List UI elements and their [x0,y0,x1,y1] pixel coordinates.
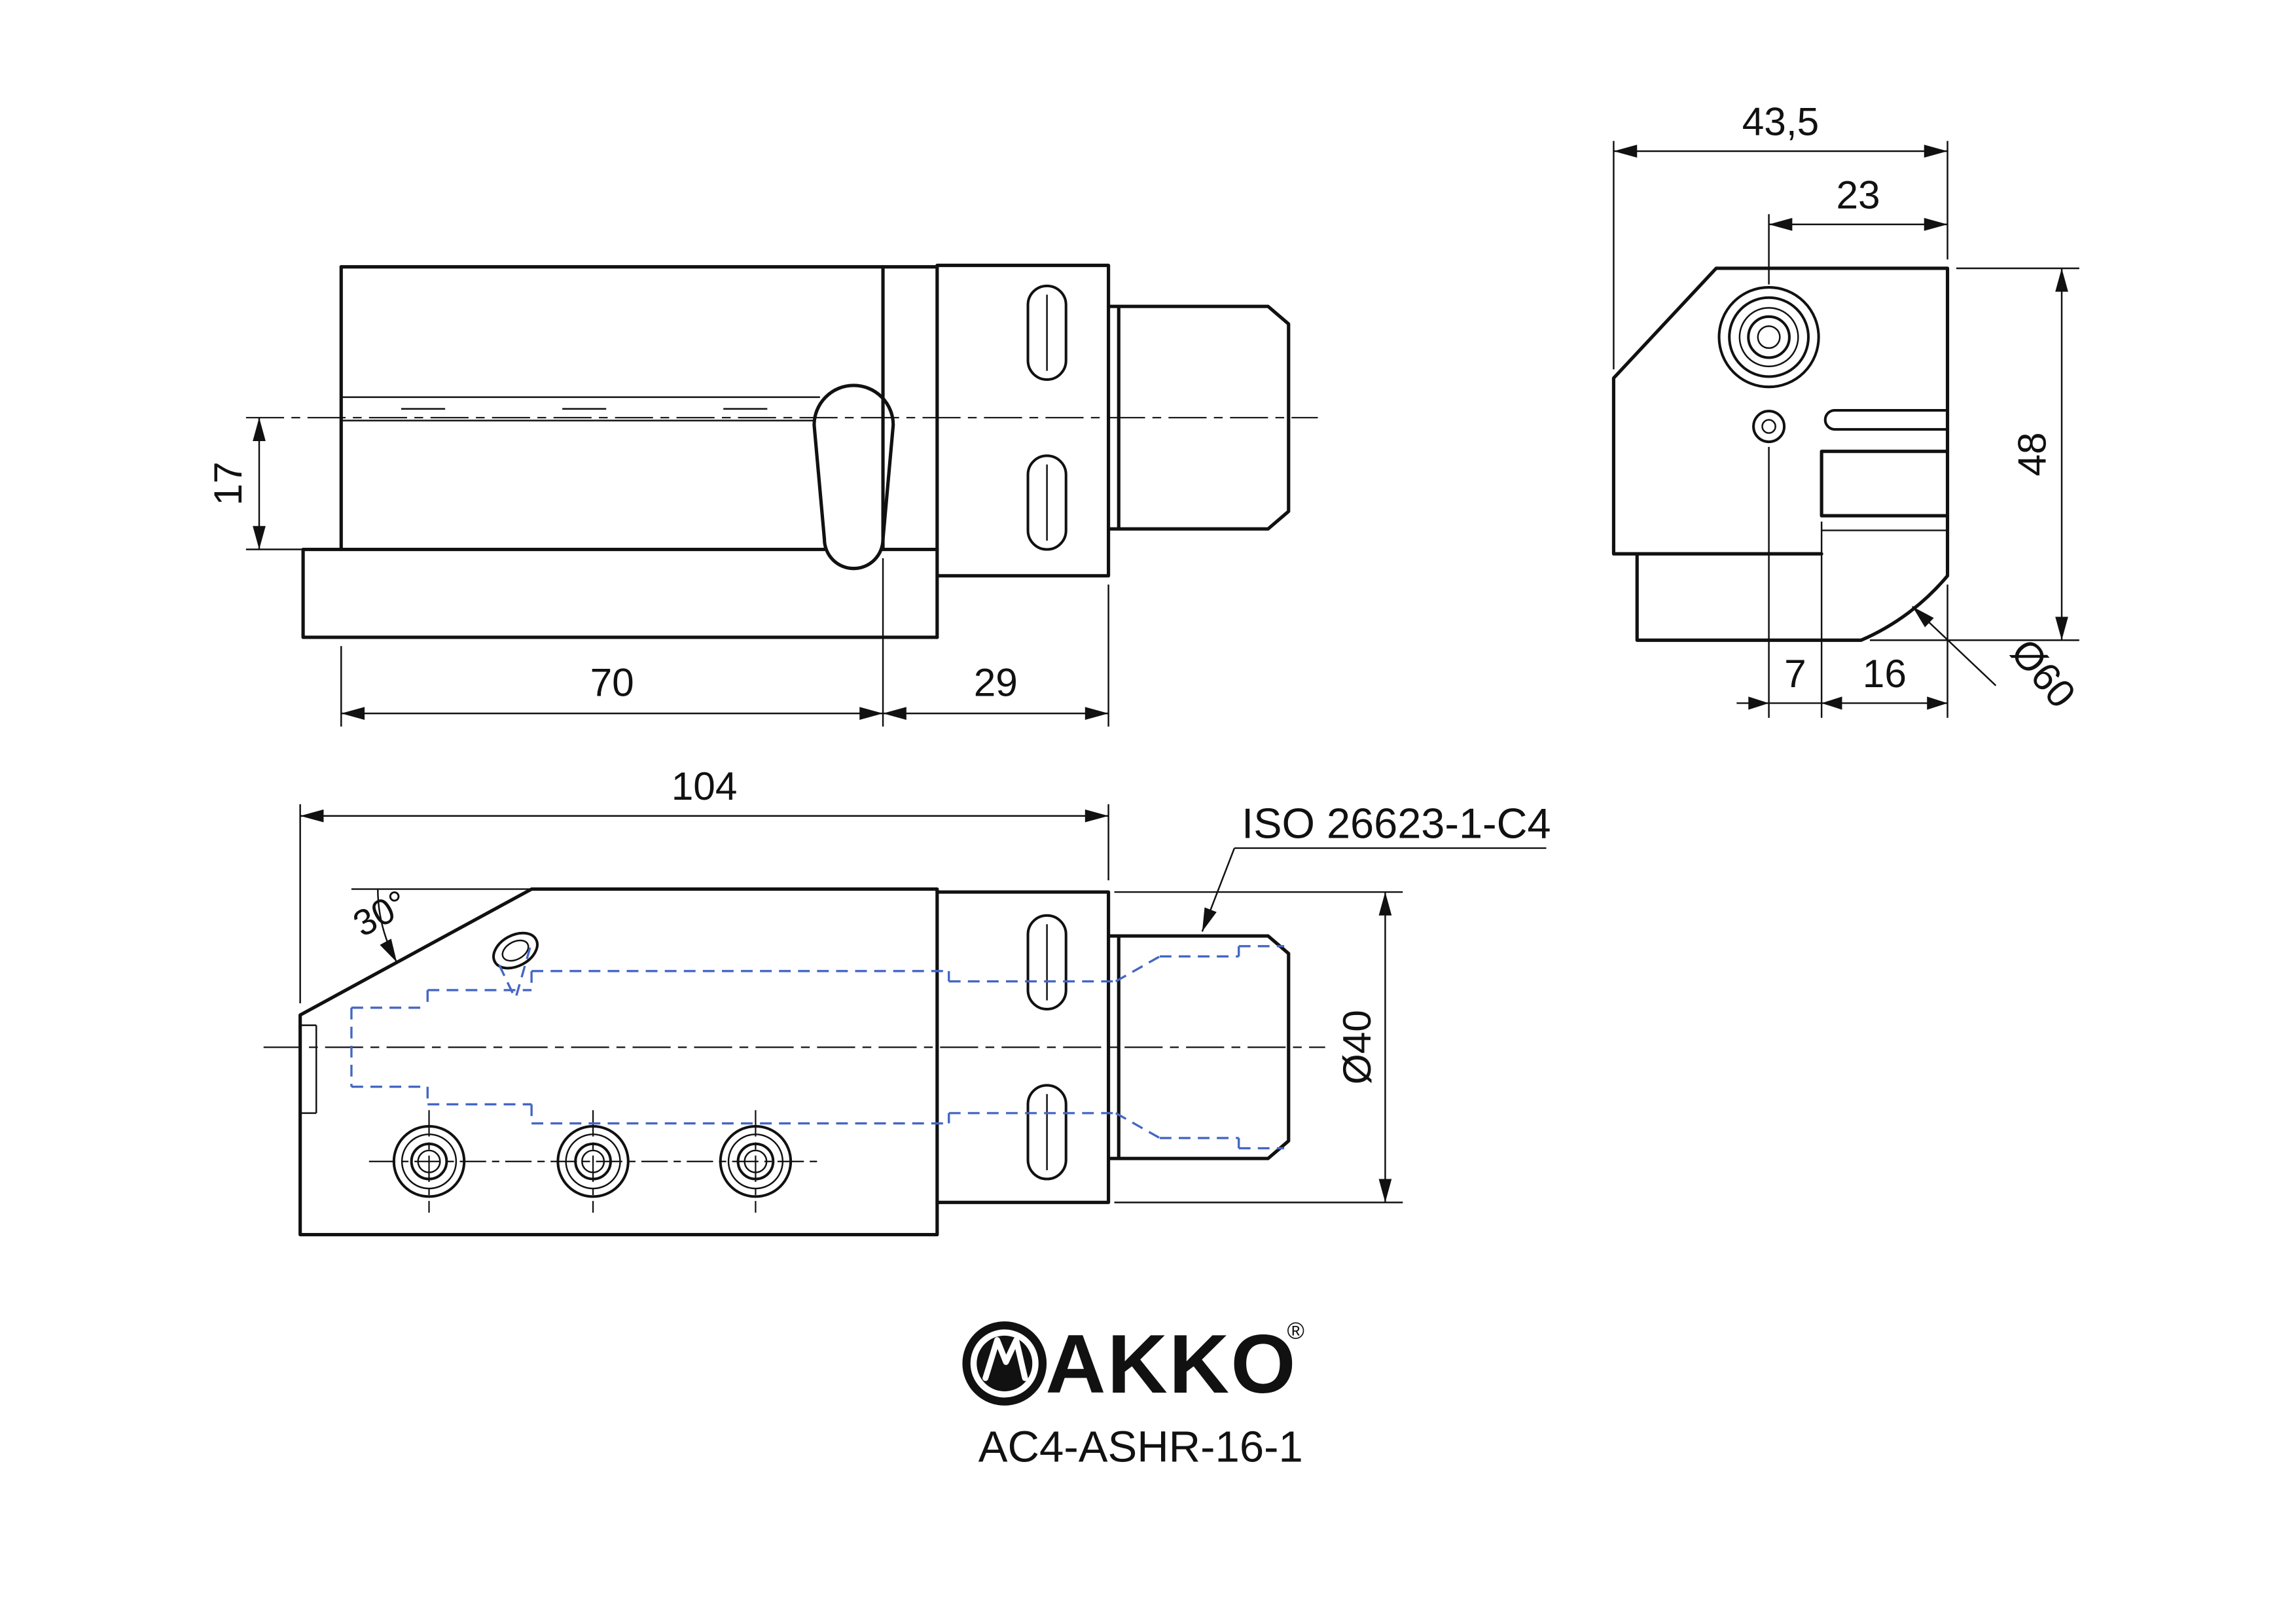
flange-groove-top [1026,284,1067,382]
iso-callout: ISO 26623-1-C4 [1201,799,1551,932]
dim-48: 48 [1869,267,2079,641]
end-view: 43,5 23 48 7 16 Ø60 [1611,99,2085,718]
brand-name: AKKO [1045,1318,1297,1411]
dim-104: 104 [299,764,1109,1004]
side-view-top: 17 70 29 [206,263,1318,727]
dim-70-label: 70 [590,660,634,704]
dim-40-label: Ø40 [1335,1010,1379,1084]
hidden-bore-lines [350,945,1285,1150]
part-number: AC4-ASHR-16-1 [978,1422,1303,1471]
tool-slot [1820,450,1950,518]
side-view-bottom: 104 Ø40 30° ISO 26623-1-C4 [263,764,1551,1237]
dim-23: 23 [1768,172,1948,285]
dim-104-label: 104 [672,764,738,808]
chamfer-hole [492,931,539,970]
title-block: AKKO ® AC4-ASHR-16-1 [962,1317,1304,1471]
clamp-screws [392,1124,793,1198]
keyhole-cutout [812,383,895,571]
angle-30-label: 30° [346,882,415,944]
dim-16-label: 16 [1863,651,1907,696]
slot-hook [1823,408,1949,431]
dim-23-label: 23 [1836,172,1880,217]
coupling-flange [935,263,1111,639]
dim-48-label: 48 [2009,433,2054,476]
coupling-shaft [1107,934,1291,1160]
flange-groove-bottom [1026,1084,1067,1181]
dim-43-5-label: 43,5 [1742,99,1820,143]
iso-callout-label: ISO 26623-1-C4 [1242,799,1551,847]
coolant-port [1752,410,1786,444]
registered-mark: ® [1287,1317,1304,1344]
side-pocket [300,1024,317,1115]
end-view-outline [1611,266,1950,642]
akko-logo-icon [962,1321,1047,1406]
dim-17-label: 17 [206,461,250,505]
dim-60-label: Ø60 [2003,630,2085,716]
dim-40: Ø40 [1114,891,1403,1204]
flange-groove-top [1026,914,1067,1011]
clamp-screw [1717,286,1820,389]
flange-groove-bottom [1026,454,1067,551]
clamp-slot-lines [341,396,820,421]
base-plate-edge [301,547,939,639]
dim-29-label: 29 [974,660,1018,704]
dim-7-16: 7 16 [1736,446,1948,718]
dim-7-label: 7 [1784,651,1806,696]
dim-17: 17 [206,418,304,550]
dim-43-5: 43,5 [1613,99,1948,370]
body-outline [298,887,939,1237]
dim-60: Ø60 [1911,605,2085,716]
dim-70-29: 70 29 [340,558,1109,727]
